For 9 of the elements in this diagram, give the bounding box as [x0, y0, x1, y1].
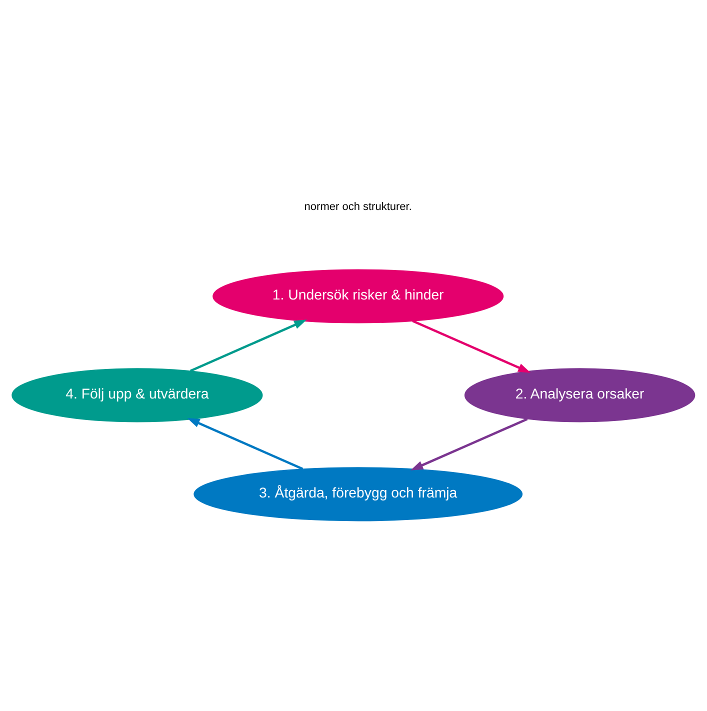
node-ellipse: 1. Undersök risker & hinder	[212, 269, 504, 324]
node-ellipse: 2. Analysera orsaker	[464, 368, 696, 422]
arrow	[187, 418, 304, 470]
label: normer och strukturer.	[304, 200, 412, 213]
arrow	[190, 320, 307, 372]
arrow	[410, 418, 528, 470]
node-ellipse: 3. Åtgärda, förebygg och främja	[194, 467, 523, 522]
node-ellipse: 4. Följ upp & utvärdera	[12, 368, 263, 422]
arrow	[412, 320, 531, 373]
